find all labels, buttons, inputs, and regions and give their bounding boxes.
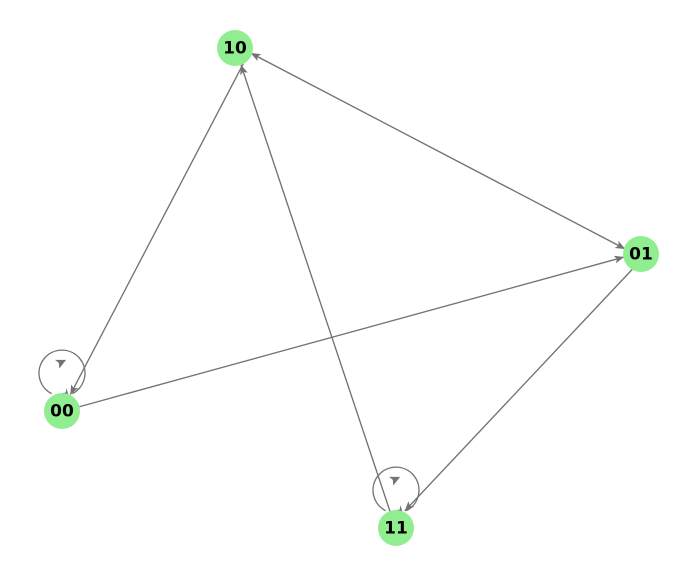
edge-10-to-00[interactable] bbox=[69, 63, 244, 395]
edge-11-to-10[interactable] bbox=[240, 64, 391, 512]
self-loop-11[interactable] bbox=[372, 466, 420, 512]
node-11[interactable]: 11 bbox=[378, 510, 414, 546]
node-11-label: 11 bbox=[384, 519, 408, 539]
edge-00-to-01[interactable] bbox=[79, 255, 625, 408]
edge-10-to-01[interactable] bbox=[250, 52, 626, 250]
node-00-circle[interactable] bbox=[44, 393, 80, 429]
node-11-circle[interactable] bbox=[378, 510, 414, 546]
edge-01-to-11[interactable] bbox=[404, 268, 633, 512]
self-loop-11-arrowhead bbox=[388, 476, 401, 486]
edge-layer bbox=[38, 52, 633, 516]
node-00-label: 00 bbox=[50, 402, 74, 422]
node-10-circle[interactable] bbox=[217, 30, 253, 66]
self-loop-00-arrowhead bbox=[54, 359, 67, 369]
node-00[interactable]: 00 bbox=[44, 393, 80, 429]
node-10[interactable]: 10 bbox=[217, 30, 253, 66]
self-loop-00[interactable] bbox=[38, 349, 86, 395]
node-01-label: 01 bbox=[629, 245, 653, 265]
node-10-label: 10 bbox=[223, 39, 247, 59]
node-01[interactable]: 01 bbox=[623, 236, 659, 272]
node-01-circle[interactable] bbox=[623, 236, 659, 272]
node-layer: 10 01 00 11 bbox=[44, 30, 659, 546]
